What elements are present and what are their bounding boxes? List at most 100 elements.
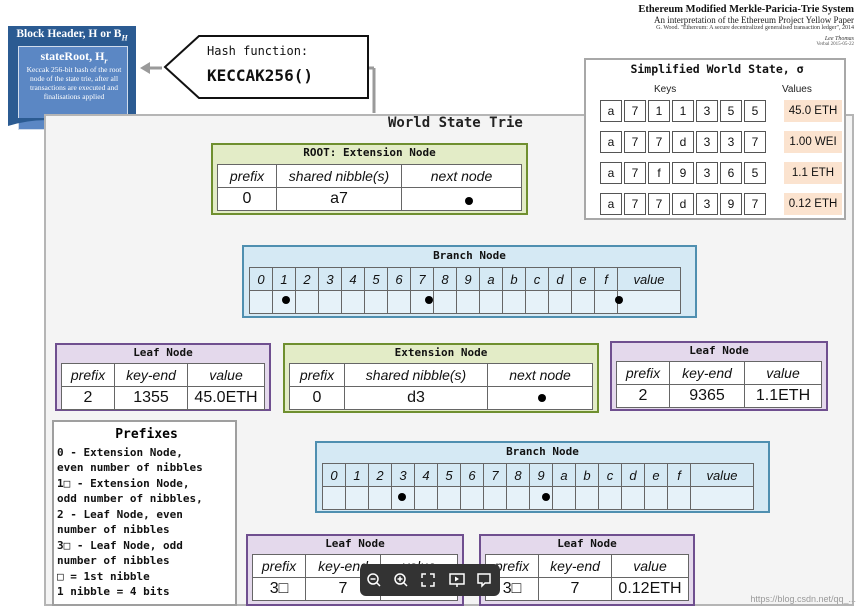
leaf1-keyend-value: 1355 [114, 386, 188, 410]
branch-slot-cell [387, 290, 411, 314]
leaf4-value-value: 0.12ETH [611, 577, 689, 601]
branch-slot-header: a [552, 463, 576, 487]
hash-function-box: Hash function: KECCAK256() [163, 34, 370, 100]
branch-slot-cell [341, 290, 365, 314]
world-state-key-nibble: a [600, 193, 622, 215]
branch-slot-header: b [575, 463, 599, 487]
branch-slot-header: 2 [368, 463, 392, 487]
block-header: Block Header, H or BH stateRoot, Hr Kecc… [8, 26, 136, 130]
root-node-title: ROOT: Extension Node [303, 146, 436, 159]
present-icon[interactable] [447, 570, 467, 590]
branch-slot-header: 2 [295, 267, 319, 291]
root-next-header: next node [401, 164, 522, 188]
world-state-key-nibble: 3 [696, 100, 718, 122]
branch-slot-cell [525, 290, 549, 314]
ext2-prefix-value: 0 [289, 386, 345, 410]
branch-slot-header: c [598, 463, 622, 487]
branch-slot-cell [318, 290, 342, 314]
branch-value-header: value [617, 267, 681, 291]
keys-label: Keys [654, 84, 677, 95]
ext2-shared-value: d3 [344, 386, 488, 410]
leaf2-prefix-value: 2 [616, 384, 670, 408]
branch-slot-cell [249, 290, 273, 314]
branch-slot-cell [410, 290, 434, 314]
prefix-line: 1 nibble = 4 bits [57, 585, 170, 598]
prefix-line: number of nibbles [57, 554, 170, 567]
leaf2-prefix-header: prefix [616, 361, 670, 385]
pointer-dot [542, 493, 550, 501]
branch-value-cell [690, 486, 754, 510]
branch-slot-header: 7 [483, 463, 507, 487]
world-state-value: 1.00 WEI [784, 131, 842, 153]
ext2-shared-header: shared nibble(s) [344, 363, 488, 387]
branch-slot-header: 0 [322, 463, 346, 487]
leaf2-value-value: 1.1ETH [744, 384, 822, 408]
leaf-node-4-title: Leaf Node [557, 537, 617, 550]
world-state-key-nibble: 6 [720, 162, 742, 184]
leaf3-prefix-value: 3□ [252, 577, 306, 601]
leaf1-prefix-value: 2 [61, 386, 115, 410]
world-state-key-nibble: 7 [624, 193, 646, 215]
branch-slot-cell [456, 290, 480, 314]
branch-slot-header: 1 [345, 463, 369, 487]
world-state-value: 0.12 ETH [784, 193, 842, 215]
world-state-key-nibble: a [600, 100, 622, 122]
world-state-key-nibble: 3 [696, 162, 718, 184]
branch-slot-cell [502, 290, 526, 314]
hash-function-name: KECCAK256() [207, 66, 313, 85]
branch-slot-header: d [621, 463, 645, 487]
diagram-author: Lee Thomas [824, 36, 854, 42]
world-state-key-nibble: 3 [696, 131, 718, 153]
ext2-prefix-header: prefix [289, 363, 345, 387]
branch-node-1-title: Branch Node [433, 249, 506, 262]
diagram-version: Verbal 2015-05-22 [816, 42, 854, 47]
leaf1-prefix-header: prefix [61, 363, 115, 387]
prefixes-title: Prefixes [115, 427, 178, 442]
world-state-key-nibble: a [600, 131, 622, 153]
zoom-in-icon[interactable] [391, 570, 411, 590]
root-prefix-value: 0 [217, 187, 277, 211]
fullscreen-icon[interactable] [418, 570, 438, 590]
root-node-table: prefix shared nibble(s) next node 0 a7 [217, 164, 522, 211]
branch-slot-cell [621, 486, 645, 510]
world-state-key-nibble: 5 [720, 100, 742, 122]
branch-slot-cell [414, 486, 438, 510]
world-state-key-nibble: 7 [624, 131, 646, 153]
world-state-key-nibble: d [672, 131, 694, 153]
pointer-dot [615, 296, 623, 304]
world-state-key-nibble: 7 [744, 131, 766, 153]
zoom-out-icon[interactable] [364, 570, 384, 590]
branch-slot-header: 8 [433, 267, 457, 291]
world-state-value: 45.0 ETH [784, 100, 842, 122]
branch-slot-header: d [548, 267, 572, 291]
ext2-next-header: next node [487, 363, 593, 387]
comment-icon[interactable] [474, 570, 494, 590]
pointer-dot [282, 296, 290, 304]
prefixes-box: Prefixes 0 - Extension Node, even number… [52, 420, 237, 606]
values-label: Values [782, 84, 812, 95]
branch-slot-cell [364, 290, 388, 314]
root-shared-header: shared nibble(s) [276, 164, 402, 188]
world-state-key-nibble: f [648, 162, 670, 184]
leaf2-keyend-value: 9365 [669, 384, 745, 408]
branch-slot-header: a [479, 267, 503, 291]
branch-slot-header: 6 [387, 267, 411, 291]
prefix-line: 0 - Extension Node, [57, 446, 183, 459]
diagram-subtitle: An interpretation of the Ethereum Projec… [654, 15, 854, 25]
leaf4-keyend-value: 7 [538, 577, 612, 601]
world-state-key-nibble: 5 [744, 162, 766, 184]
world-state-title: Simplified World State, σ [630, 62, 804, 76]
pointer-dot [465, 197, 473, 205]
prefix-line: 1□ - Extension Node, [57, 477, 190, 490]
leaf1-value-header: value [187, 363, 265, 387]
branch-slot-cell [598, 486, 622, 510]
diagram-title: Ethereum Modified Merkle-Paricia-Trie Sy… [638, 4, 854, 15]
branch-slot-header: b [502, 267, 526, 291]
